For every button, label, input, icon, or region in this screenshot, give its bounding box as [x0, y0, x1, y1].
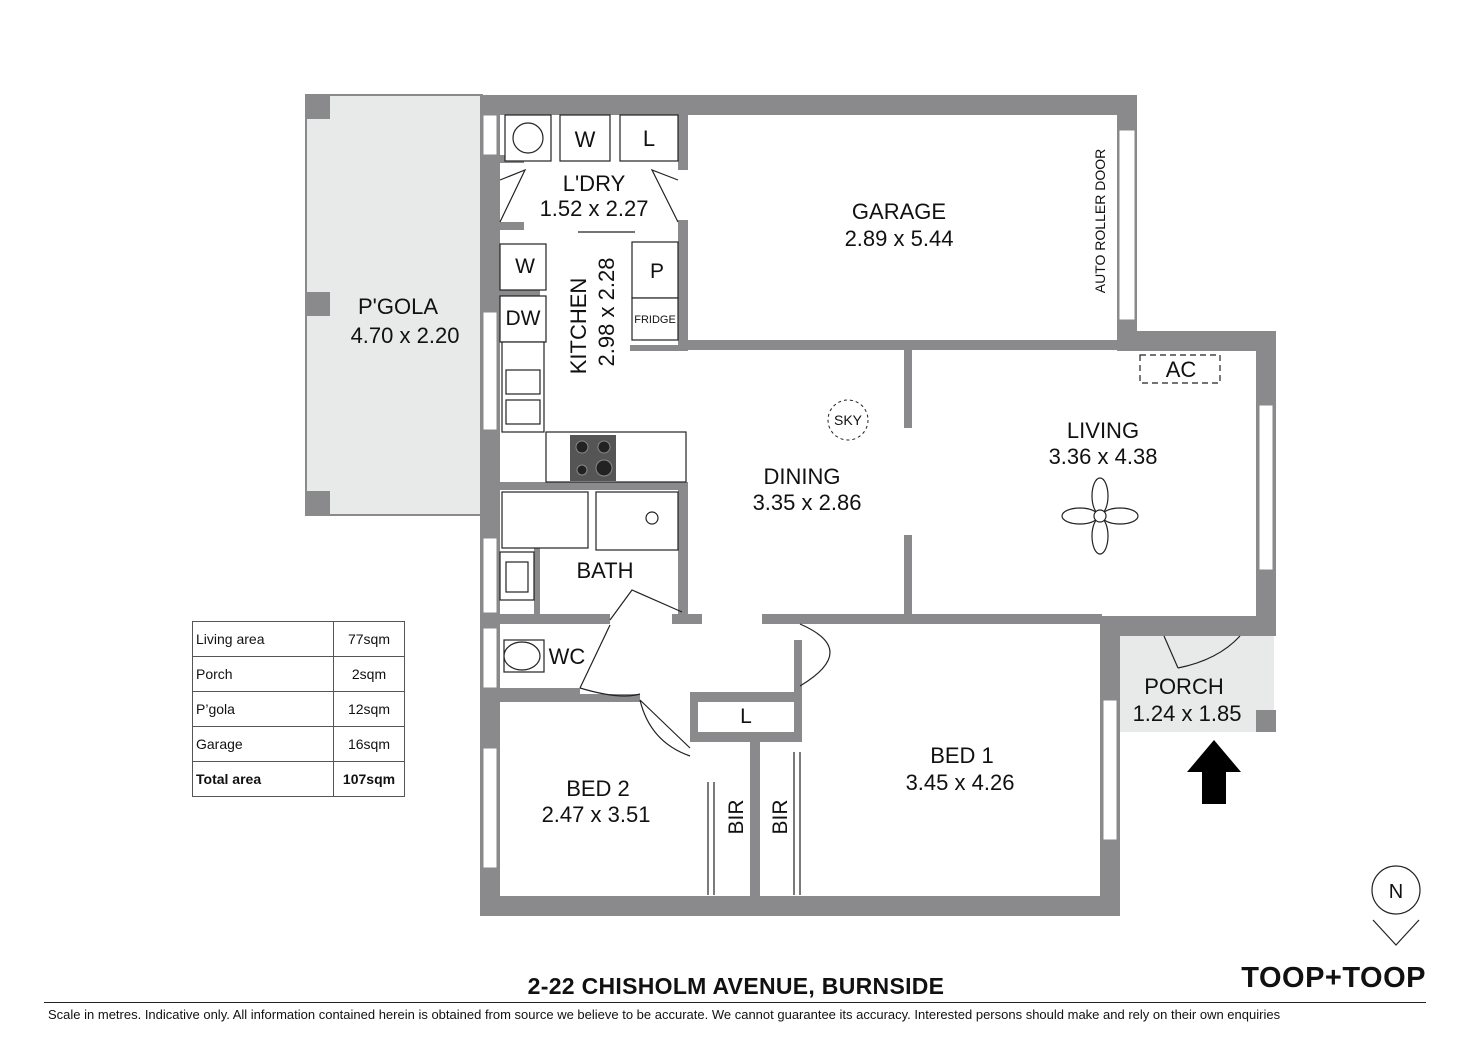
hall-linen-label: L — [740, 705, 752, 728]
pergola-post — [306, 491, 330, 515]
bath-fixtures — [499, 491, 679, 673]
dining-name: DINING — [764, 464, 841, 489]
property-address: 2-22 CHISHOLM AVENUE, BURNSIDE — [527, 973, 945, 999]
brand-logo: TOOP+TOOP — [1241, 962, 1426, 994]
interior-walls — [500, 115, 1118, 900]
dining-dims: 3.35 x 2.86 — [753, 490, 862, 515]
bed2-dims: 2.47 x 3.51 — [542, 802, 651, 827]
aircon-label: AC — [1166, 357, 1197, 382]
porch-post — [1256, 710, 1276, 732]
laundry-linen-label: L — [643, 126, 655, 151]
area-label: P’gola — [192, 691, 334, 727]
living-dims: 3.36 x 4.38 — [1049, 444, 1158, 469]
fridge-label: FRIDGE — [634, 314, 676, 326]
roller-door-label: AUTO ROLLER DOOR — [1092, 149, 1108, 293]
kitchen-name: KITCHEN — [566, 278, 591, 375]
porch-name: PORCH — [1144, 674, 1223, 699]
area-label: Garage — [192, 726, 334, 762]
area-value: 2sqm — [333, 656, 405, 692]
porch-area — [1118, 636, 1274, 732]
room-labels: P'GOLA 4.70 x 2.20 L'DRY 1.52 x 2.27 GAR… — [351, 171, 1242, 827]
bed1-dims: 3.45 x 4.26 — [906, 770, 1015, 795]
area-value: 77sqm — [333, 621, 405, 657]
entry-arrow-icon — [1187, 740, 1241, 804]
wc-name: WC — [549, 644, 586, 669]
ceiling-fan-icon — [1061, 477, 1139, 555]
kitchen-dims: 2.98 x 2.28 — [594, 258, 619, 367]
pergola-post — [306, 292, 330, 316]
laundry-name: L'DRY — [563, 171, 626, 196]
disclaimer-text: Scale in metres. Indicative only. All in… — [48, 1007, 1281, 1022]
area-value: 12sqm — [333, 691, 405, 727]
windows — [482, 114, 1274, 869]
pergola-area — [305, 94, 483, 516]
laundry-fixtures — [499, 114, 679, 233]
door-swings — [579, 589, 1241, 895]
skylight-circle — [827, 399, 869, 441]
area-value: 107sqm — [333, 761, 405, 797]
garage-name: GARAGE — [852, 199, 946, 224]
area-value: 16sqm — [333, 726, 405, 762]
footer-divider — [44, 1002, 1426, 1003]
aircon-box — [1139, 354, 1221, 384]
kitchen-washer-label: W — [515, 255, 535, 278]
porch-dims: 1.24 x 1.85 — [1133, 701, 1242, 726]
garage-dims: 2.89 x 5.44 — [845, 226, 954, 251]
dishwasher-label: DW — [506, 307, 541, 330]
bed1-robe-label: BIR — [769, 799, 792, 834]
pergola-name: P'GOLA — [358, 294, 438, 319]
area-label: Total area — [192, 761, 334, 797]
bath-name: BATH — [576, 558, 633, 583]
compass-label: N — [1389, 881, 1403, 903]
north-compass-icon — [1371, 865, 1421, 946]
laundry-washer-label: W — [575, 127, 596, 152]
pergola-dims: 4.70 x 2.20 — [351, 323, 460, 348]
pergola-post — [306, 95, 330, 119]
area-label: Porch — [192, 656, 334, 692]
area-label: Living area — [192, 621, 334, 657]
living-name: LIVING — [1067, 418, 1139, 443]
bed1-name: BED 1 — [930, 743, 994, 768]
pantry-label: P — [650, 260, 664, 283]
skylight-label: SKY — [834, 412, 863, 428]
cooktop-burners — [575, 440, 613, 477]
laundry-dims: 1.52 x 2.27 — [540, 196, 649, 221]
bed2-robe-label: BIR — [725, 799, 748, 834]
bed2-name: BED 2 — [566, 776, 630, 801]
